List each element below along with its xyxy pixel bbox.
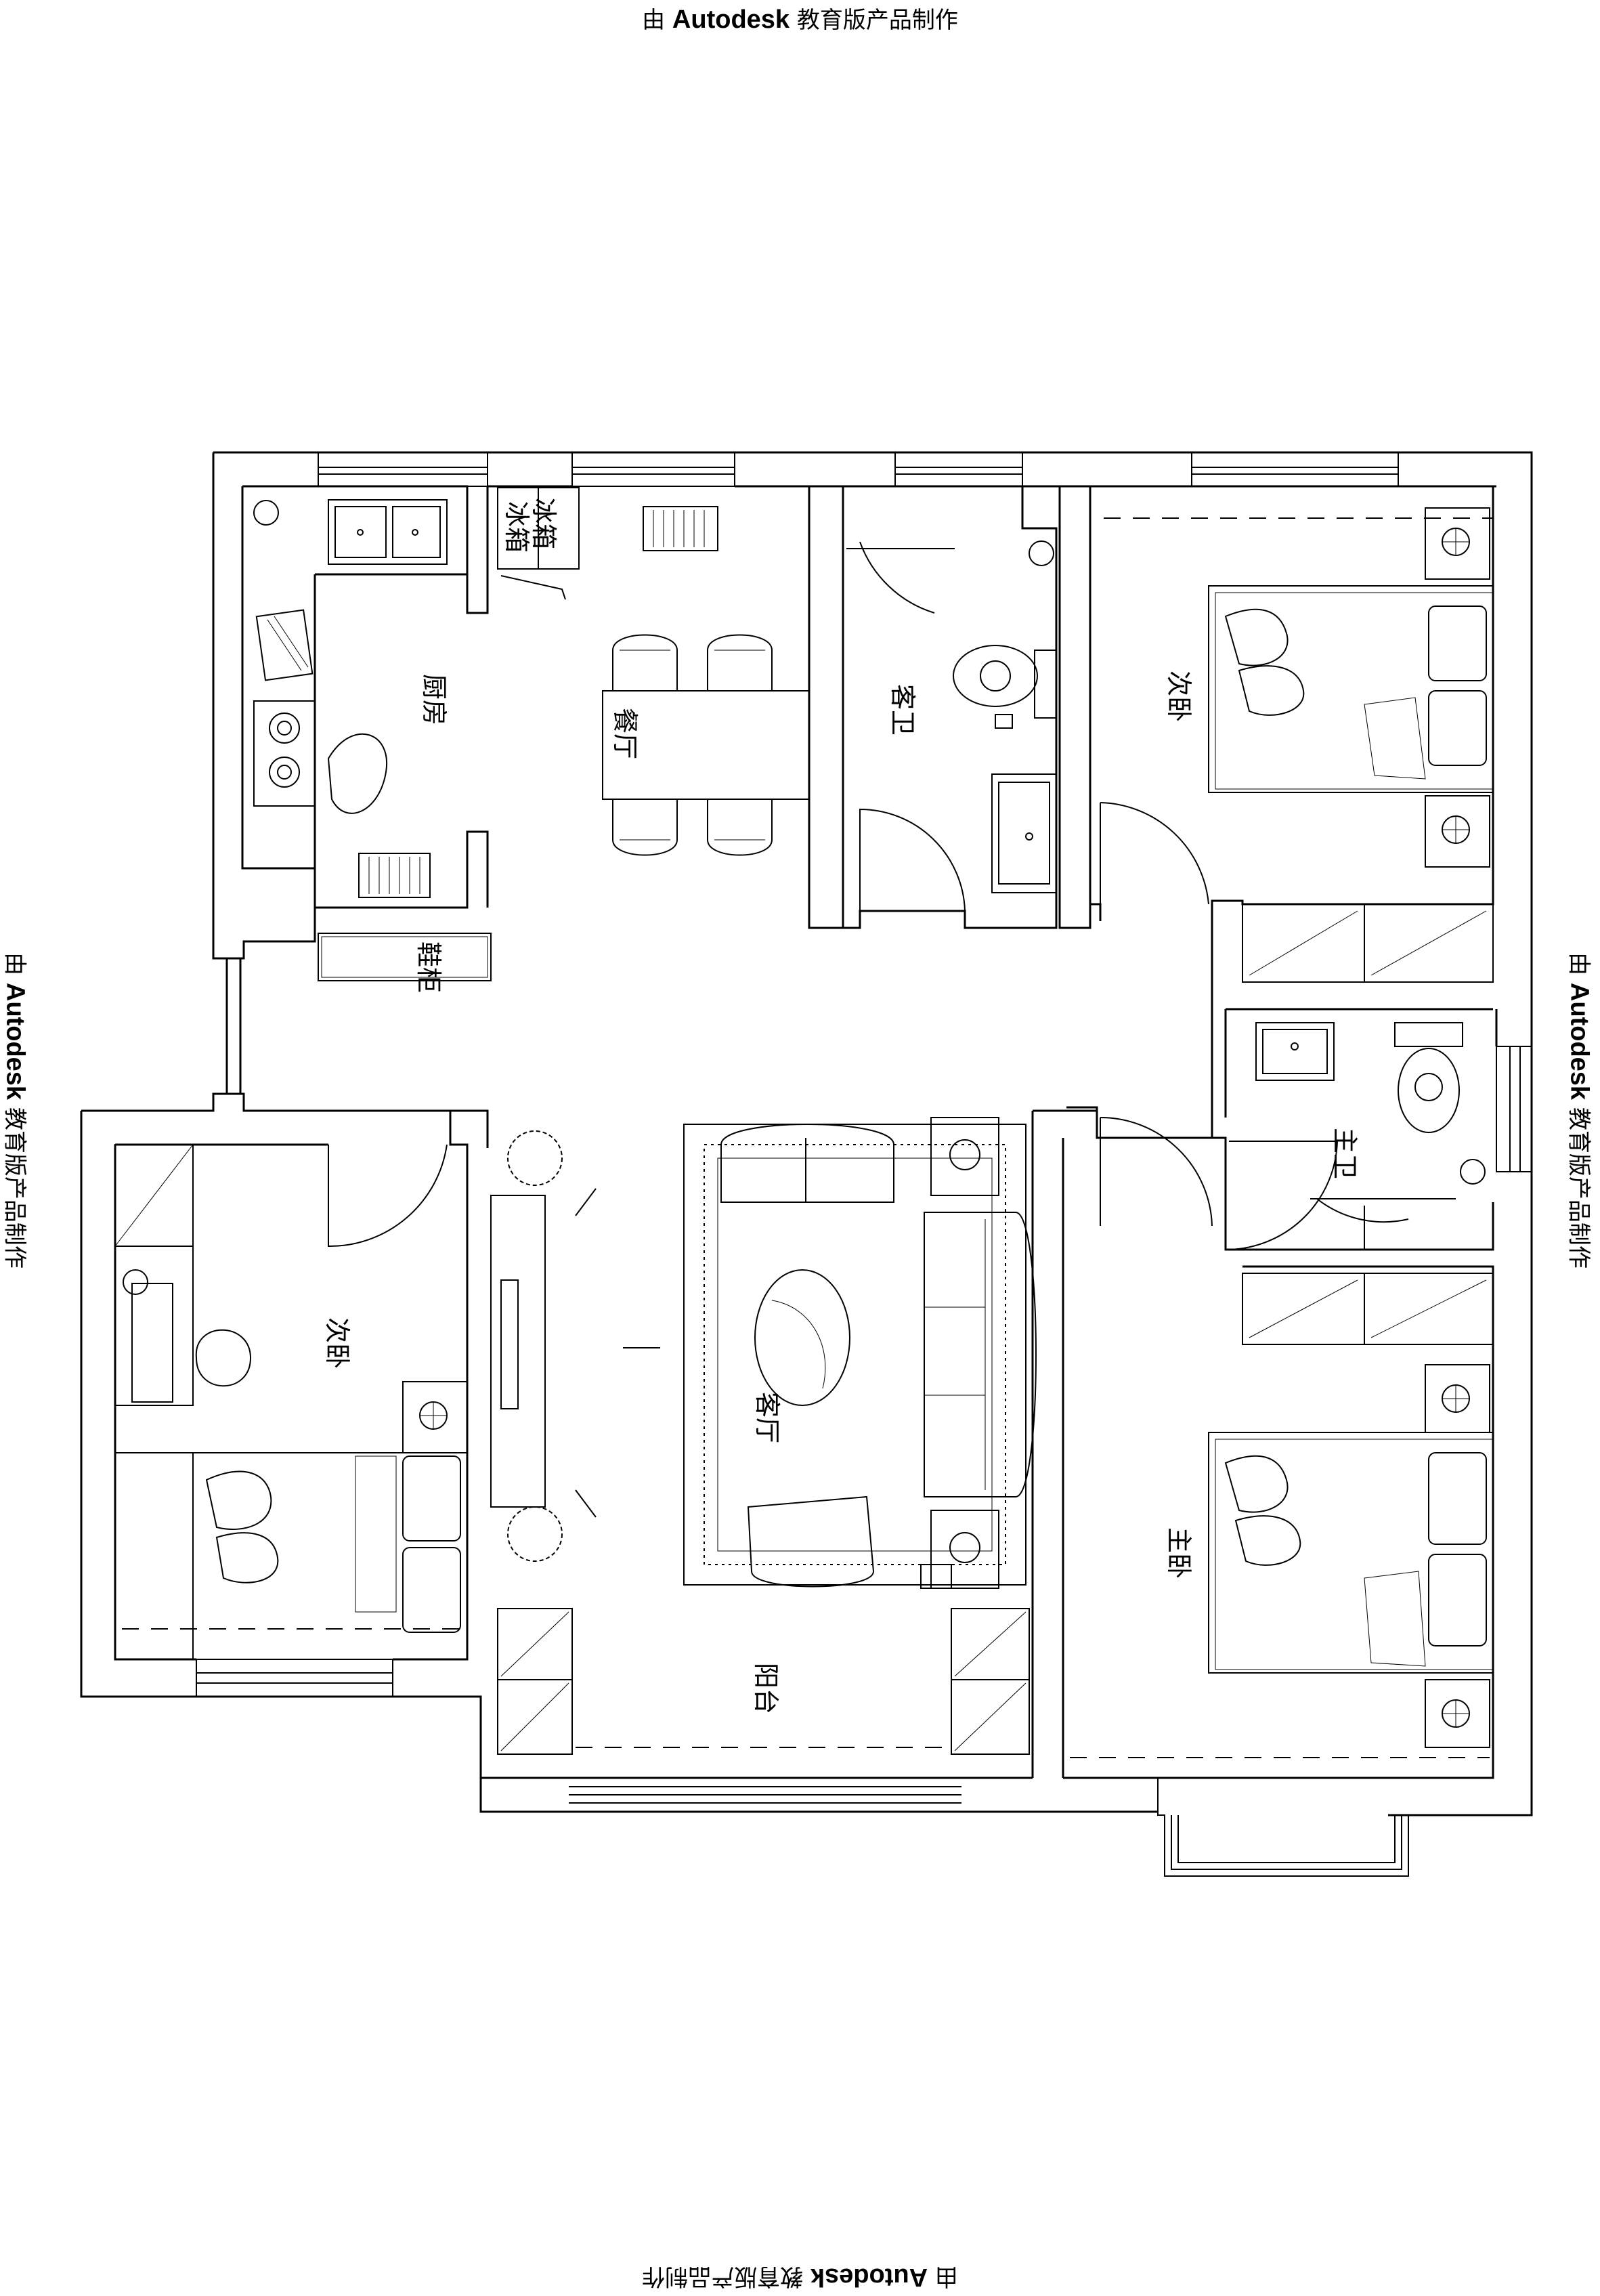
toilet-icon	[953, 645, 1038, 707]
floor-drain-icon-master	[1460, 1159, 1486, 1185]
phone-icon	[920, 1564, 952, 1589]
nightstand-icon-m2	[1425, 1679, 1490, 1748]
label-shoe-cabinet: 鞋柜	[414, 941, 444, 993]
bed-icon-master	[1208, 1432, 1494, 1674]
label-fridge-2: 冰箱	[502, 501, 532, 553]
sofa-icon-right	[924, 1212, 1037, 1497]
label-fridge-1: 冰箱	[529, 498, 559, 549]
chair-icon	[195, 1329, 252, 1387]
sofa-icon-top	[720, 1124, 894, 1203]
ne-bedroom-fixtures	[1104, 507, 1494, 983]
floor-drain-icon-guest	[1029, 540, 1054, 566]
label-master-bedroom: 主卧	[1164, 1527, 1194, 1579]
person-icon	[327, 733, 388, 814]
radiator-icon-dining	[643, 506, 718, 551]
bay-window	[1157, 1778, 1409, 1877]
nightstand-icon	[1425, 507, 1490, 580]
balcony-window	[569, 1777, 961, 1804]
living-room-furniture	[490, 1117, 1037, 1589]
rug-icon	[683, 1124, 1026, 1586]
label-living-room: 客厅	[752, 1392, 782, 1443]
west-bedroom-fixtures	[114, 1144, 468, 1660]
bed-icon	[1208, 585, 1494, 793]
doors	[328, 541, 1456, 1250]
plant-icon	[507, 1130, 563, 1186]
coffee-table-icon	[754, 1269, 850, 1406]
watermark-prefix: 由	[642, 7, 666, 34]
stove-icon	[253, 700, 316, 807]
plant-icon-2	[507, 1506, 563, 1562]
label-dining: 餐厅	[610, 708, 640, 759]
kitchen-fixtures	[253, 487, 718, 981]
desk-icon	[114, 1246, 194, 1406]
label-second-bedroom-w: 次卧	[322, 1317, 352, 1369]
tv-cabinet-icon	[490, 1195, 546, 1508]
sink-icon	[328, 499, 448, 565]
wardrobe-icon	[1242, 903, 1494, 983]
guest-bath-fixtures	[953, 540, 1057, 893]
west-bedroom-window	[196, 1659, 393, 1697]
tv-icon	[500, 1279, 519, 1409]
dining-table	[602, 634, 810, 856]
north-windows	[318, 452, 1399, 487]
side-table-icon	[930, 1117, 999, 1196]
radiator-icon	[358, 853, 431, 898]
room-labels: 厨房 餐厅 客卫 次卧 鞋柜 冰箱 冰箱 次卧 客厅 主卫 主卧 阳台	[322, 498, 1360, 1714]
wardrobe-icon-master	[1242, 1273, 1494, 1345]
east-window	[1496, 1046, 1532, 1172]
side-table-icon-2	[930, 1510, 999, 1589]
balcony-cabinet-icon-2	[951, 1608, 1030, 1755]
shoe-cabinet-icon	[318, 933, 492, 981]
watermark-top: 由 Autodesk 教育版产品制作	[0, 1, 1600, 35]
label-guest-bath: 客卫	[888, 684, 917, 736]
nightstand-icon-2	[1425, 795, 1490, 868]
master-bedroom-fixtures	[1070, 1273, 1494, 1758]
balcony-fixtures	[497, 1608, 1030, 1755]
toilet-icon-master	[1398, 1048, 1460, 1133]
label-kitchen: 厨房	[419, 674, 449, 725]
armchair-icon	[747, 1495, 875, 1588]
basin-icon-master	[1255, 1022, 1335, 1081]
master-bath-fixtures	[1255, 1022, 1486, 1185]
label-balcony: 阳台	[751, 1663, 781, 1714]
floor-drain-icon	[253, 500, 279, 526]
watermark-suffix: 教育版产品制作	[796, 7, 958, 34]
basin-icon	[991, 773, 1057, 893]
watermark-brand: Autodesk	[672, 5, 790, 34]
bed-icon-w	[114, 1452, 468, 1660]
label-master-bath: 主卫	[1330, 1128, 1360, 1179]
label-second-bedroom-ne: 次卧	[1164, 671, 1194, 722]
nightstand-icon-w	[402, 1381, 468, 1453]
balcony-cabinet-icon	[497, 1608, 573, 1755]
